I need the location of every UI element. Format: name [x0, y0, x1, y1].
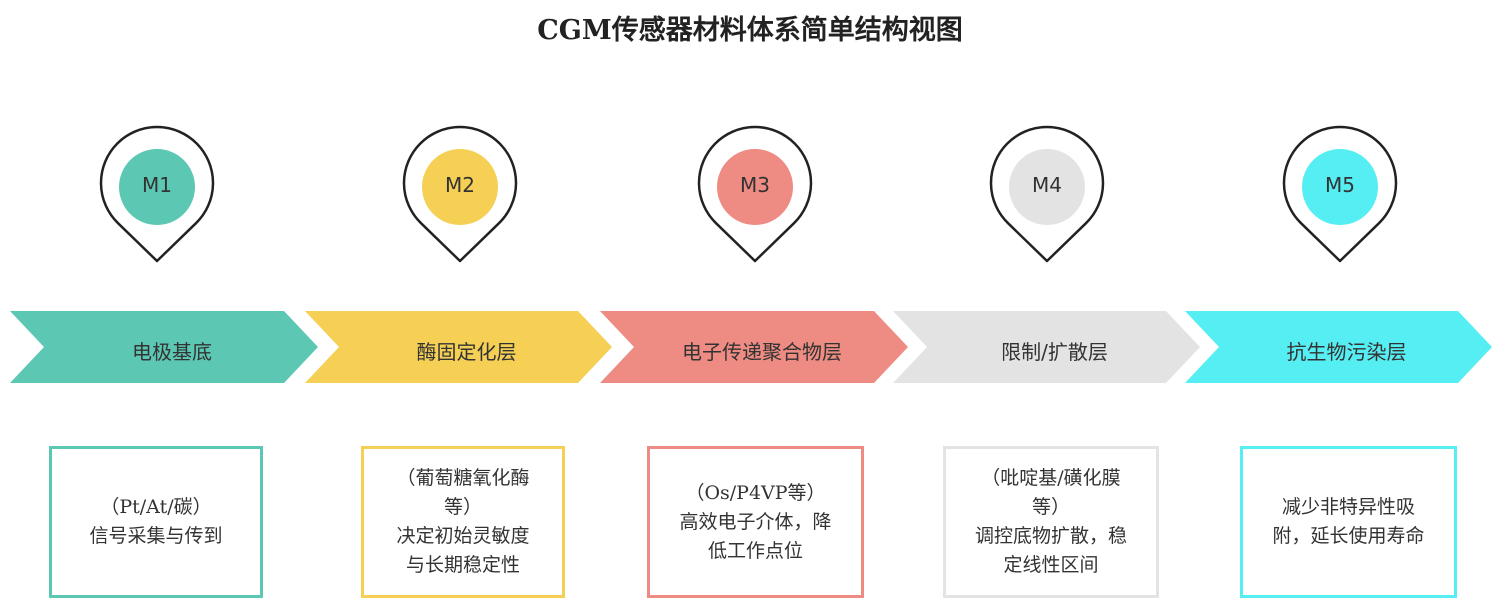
marker-circle — [1009, 149, 1085, 225]
function-text: 高效电子介体，降 低工作点位 — [679, 510, 832, 562]
chevron-arrow — [1185, 311, 1492, 383]
function-text: 决定初始灵敏度 与长期稳定性 — [396, 525, 530, 576]
layer-description-box: （吡啶基/磺化膜 等） 调控底物扩散，稳 定线性区间 — [943, 446, 1159, 598]
marker-label: M2 — [445, 173, 475, 197]
layer-description-box: （Os/P4VP等） 高效电子介体，降 低工作点位 — [647, 446, 864, 598]
diagram-title: CGM传感器材料体系简单结构视图 — [537, 15, 963, 46]
layer-description-text: 减少非特异性吸 附，延长使用寿命 — [1272, 493, 1424, 551]
layer-description-text: （吡啶基/磺化膜 等） 调控底物扩散，稳 定线性区间 — [975, 464, 1127, 580]
layer-description-box: （Pt/At/碳） 信号采集与传到 — [49, 446, 263, 598]
layer-description-box: 减少非特异性吸 附，延长使用寿命 — [1240, 446, 1457, 598]
chevron-arrow — [600, 311, 908, 383]
marker-circle — [717, 149, 793, 225]
marker-label: M5 — [1325, 173, 1355, 197]
function-text: 减少非特异性吸 附，延长使用寿命 — [1272, 496, 1425, 547]
marker-circle — [422, 149, 498, 225]
chevron-arrow — [10, 311, 318, 383]
layer-description-text: （Pt/At/碳） 信号采集与传到 — [89, 493, 222, 551]
layer-name: 酶固定化层 — [416, 340, 517, 364]
layer-name: 电极基底 — [132, 340, 212, 364]
marker-label: M3 — [740, 173, 770, 197]
layer-name: 抗生物污染层 — [1286, 340, 1407, 364]
chevron-arrow — [893, 311, 1200, 383]
layer-description-text: （Os/P4VP等） 高效电子介体，降 低工作点位 — [679, 479, 831, 566]
marker-circle — [119, 149, 195, 225]
marker-label: M4 — [1032, 173, 1062, 197]
material-text: （吡啶基/磺化膜 等） — [981, 467, 1121, 518]
material-text: （Pt/At/碳） — [100, 496, 212, 518]
marker-circle — [1302, 149, 1378, 225]
function-text: 信号采集与传到 — [89, 525, 223, 547]
chevron-arrow — [305, 311, 612, 383]
function-text: 调控底物扩散，稳 定线性区间 — [974, 525, 1127, 576]
material-text: （葡萄糖氧化酶 等） — [396, 467, 530, 518]
layer-description-box: （葡萄糖氧化酶 等） 决定初始灵敏度 与长期稳定性 — [361, 446, 565, 598]
layer-name: 电子传递聚合物层 — [682, 340, 842, 364]
marker-label: M1 — [142, 173, 172, 197]
layer-description-text: （葡萄糖氧化酶 等） 决定初始灵敏度 与长期稳定性 — [396, 464, 529, 580]
layer-name: 限制/扩散层 — [1001, 340, 1108, 364]
material-text: （Os/P4VP等） — [685, 481, 826, 504]
